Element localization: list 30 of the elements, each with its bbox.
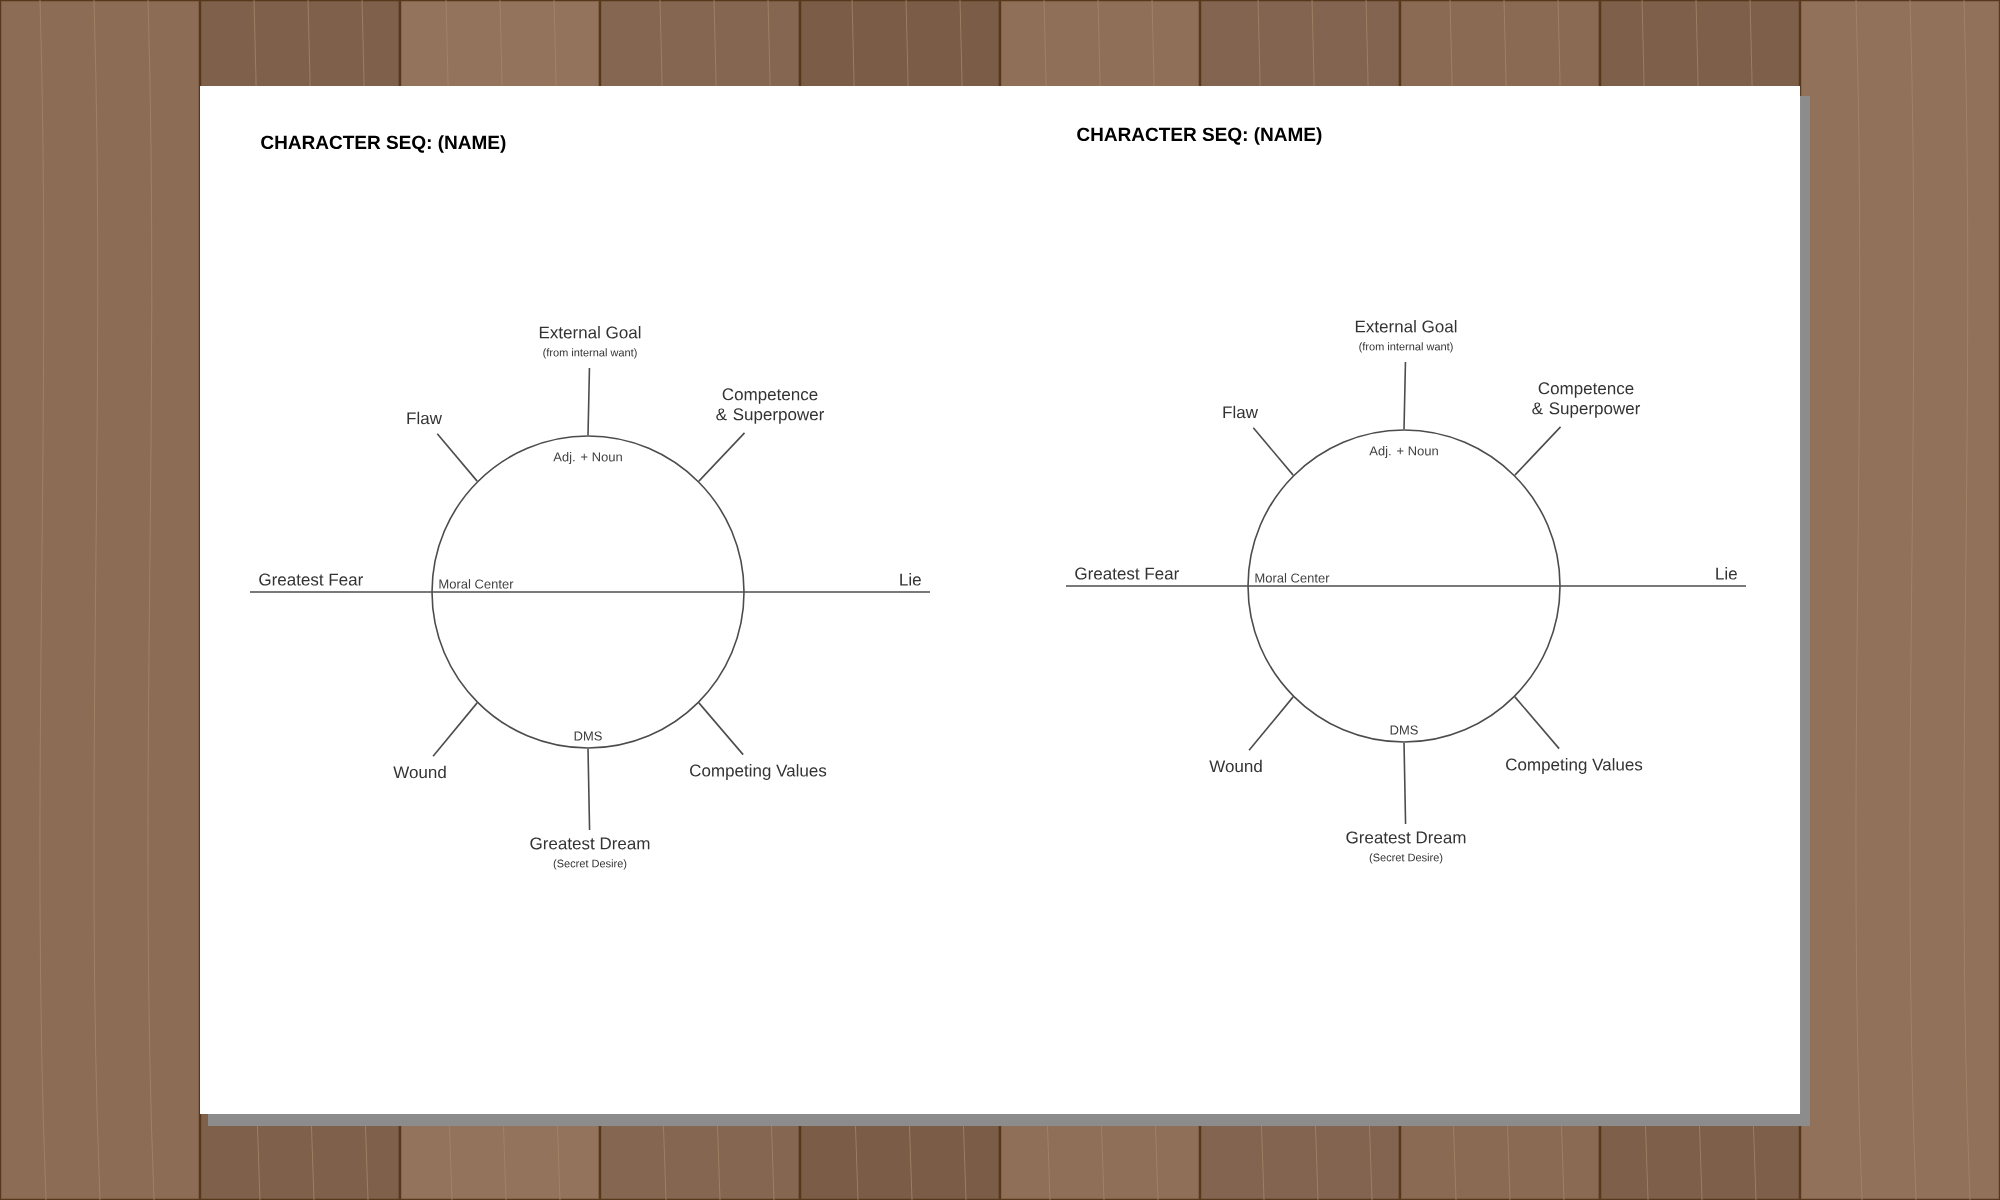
page-title: CHARACTER SEQ: (NAME) — [261, 135, 506, 153]
spoke-label: Wound — [1209, 759, 1262, 773]
leader-line — [1560, 585, 1747, 587]
leader-line — [1514, 426, 1562, 476]
leader-line — [698, 702, 744, 756]
leader-line — [1252, 426, 1294, 476]
spoke-label: Competence & Superpower — [716, 388, 825, 424]
spoke-label: Flaw — [407, 411, 442, 425]
spoke-label: Flaw — [1223, 405, 1258, 419]
leader-line — [1248, 696, 1294, 751]
spoke-label: Greatest Fear — [1075, 567, 1179, 580]
spoke-label: Greatest Fear — [259, 573, 363, 586]
leader-line — [1065, 585, 1248, 587]
leader-line — [698, 432, 746, 482]
leader-line — [1403, 742, 1407, 825]
leader-line — [432, 702, 478, 757]
leader-line — [436, 432, 478, 482]
spoke-label: Competence & Superpower — [1532, 382, 1641, 418]
leader-line — [1514, 696, 1560, 750]
leader-line — [587, 748, 591, 831]
spoke-label: Competing Values — [690, 764, 827, 780]
leader-line — [744, 591, 931, 593]
spoke-label: Wound — [393, 765, 446, 779]
spoke-label: Lie — [900, 573, 921, 586]
spoke-label: Lie — [1716, 567, 1737, 580]
page-title: CHARACTER SEQ: (NAME) — [1077, 127, 1322, 145]
spoke-label: Competing Values — [1506, 758, 1643, 774]
leader-line — [249, 591, 432, 593]
leader-line — [1403, 361, 1407, 430]
leader-line — [587, 367, 591, 436]
